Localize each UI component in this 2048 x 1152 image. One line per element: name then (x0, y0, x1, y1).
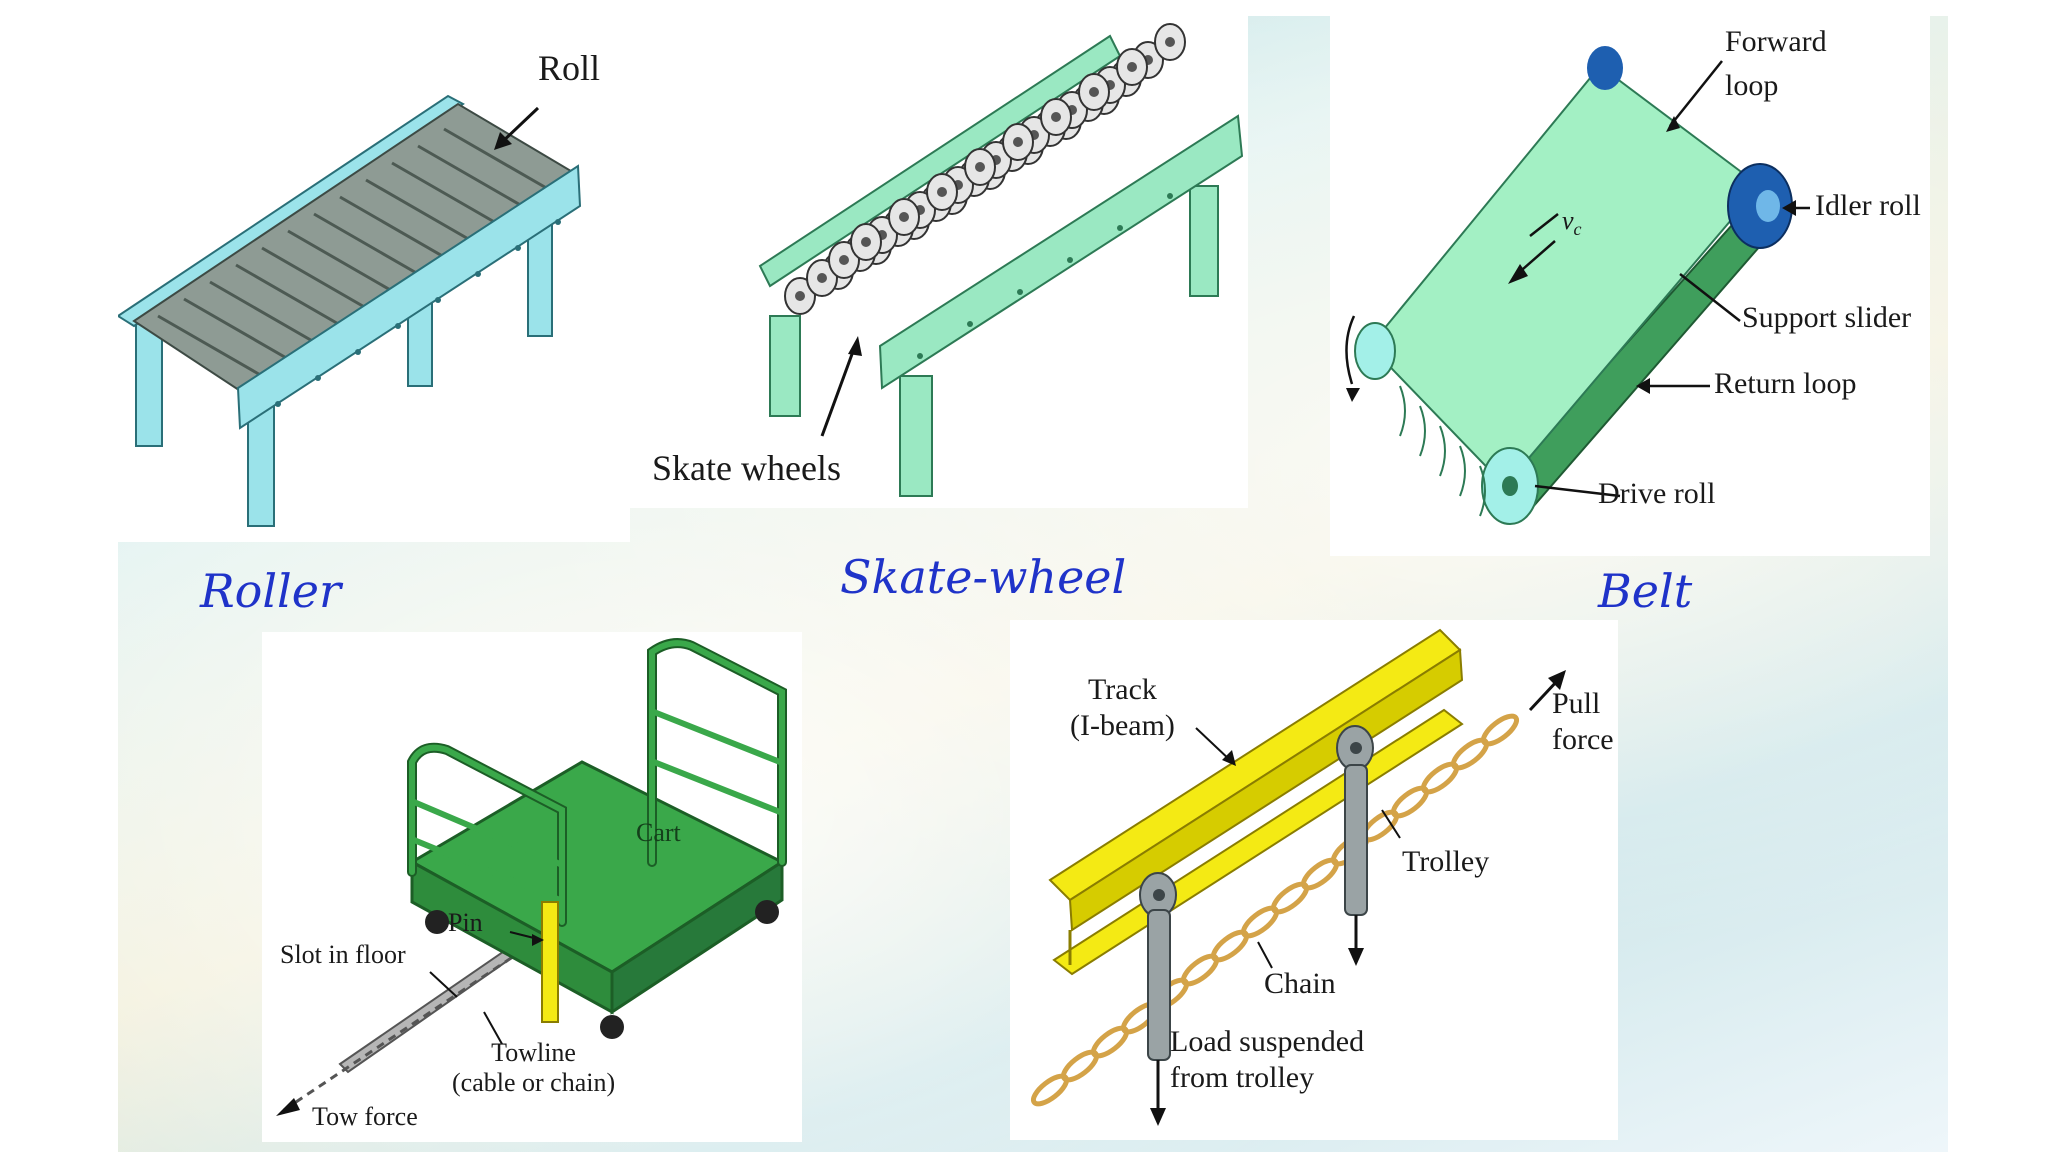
velocity-label: vc (1562, 206, 1582, 240)
roller-conveyor-panel: Roll (118, 16, 630, 542)
track-line2: (I-beam) (1070, 709, 1175, 742)
towline-label: Towline (cable or chain) (452, 1038, 615, 1098)
pull-force-line2: force (1552, 723, 1614, 756)
pin-label: Pin (448, 908, 483, 937)
overhead-trolley-illustration (1030, 628, 1566, 1126)
load-line2: from trolley (1170, 1061, 1315, 1094)
roller-conveyor-illustration (118, 94, 582, 527)
forward-loop-line1: Forward (1725, 25, 1827, 58)
skate-wheel-hub (937, 187, 947, 197)
drive-roll-label: Drive roll (1598, 477, 1716, 510)
load-suspended-label: Load suspended from trolley (1170, 1024, 1364, 1096)
skate-wheel-hub (975, 162, 985, 172)
belt-caption: Belt (1598, 564, 1693, 618)
cart-label: Cart (636, 818, 681, 847)
forward-loop-line2: loop (1725, 69, 1779, 102)
belt-conveyor-illustration (1345, 46, 1810, 525)
idler-roll-label: Idler roll (1815, 189, 1921, 222)
skate-wheel-hub (817, 273, 827, 283)
tow-force-label: Tow force (312, 1102, 418, 1131)
slot-in-floor-label: Slot in floor (280, 940, 406, 969)
load-line1: Load suspended (1170, 1025, 1365, 1058)
skate-wheel-hub (861, 237, 871, 247)
skate-wheel-hub (839, 255, 849, 265)
skate-wheel-hub (1089, 87, 1099, 97)
track-label: Track (I-beam) (1070, 672, 1175, 744)
trolley-label: Trolley (1402, 845, 1490, 878)
skate-wheel-hub (795, 291, 805, 301)
roller-caption: Roller (200, 564, 341, 618)
skate-wheel-hub (1013, 137, 1023, 147)
skate-wheel-hub (1165, 37, 1175, 47)
towline-line1: Towline (491, 1038, 576, 1067)
skate-wheel-hub (1127, 62, 1137, 72)
skate-wheel-conveyor-panel: Skate wheels (630, 16, 1248, 508)
skate-wheel-caption: Skate-wheel (840, 550, 1127, 604)
skate-wheel-hub (1051, 112, 1061, 122)
chain-links-group (1030, 713, 1520, 1107)
skate-wheel-conveyor-illustration (758, 23, 1244, 497)
towline-cart-panel: Cart Pin Slot in floor Towline (cable or… (262, 632, 802, 1142)
pull-force-line1: Pull (1552, 687, 1601, 720)
chain-label: Chain (1264, 967, 1336, 1000)
return-loop-label: Return loop (1714, 367, 1857, 400)
overhead-trolley-panel: Track (I-beam) Pull force Trolley Chain … (1010, 620, 1618, 1140)
chain-link (1480, 713, 1520, 747)
towline-line2: (cable or chain) (452, 1068, 616, 1097)
skate-wheel-hub (899, 212, 909, 222)
towline-cart-illustration (276, 638, 787, 1116)
support-slider-label: Support slider (1742, 301, 1912, 334)
skate-wheels-label: Skate wheels (652, 448, 841, 488)
skate-wheels-group (784, 23, 1186, 315)
track-line1: Track (1088, 673, 1157, 706)
roll-label: Roll (538, 48, 601, 88)
forward-loop-label: Forward loop (1725, 20, 1827, 108)
pull-force-label: Pull force (1552, 686, 1614, 758)
belt-conveyor-panel: Forward loop Idler roll vc Support slide… (1330, 16, 1930, 556)
